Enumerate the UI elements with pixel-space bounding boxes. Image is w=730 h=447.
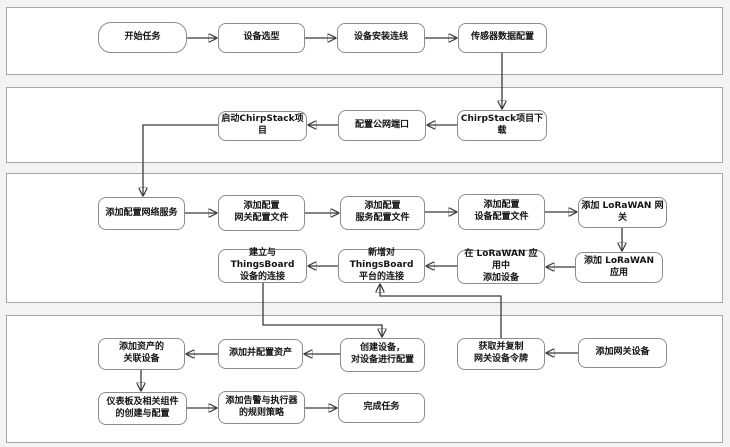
node-add-config-network-service: 添加配置网络服务 [98, 197, 185, 230]
node-alarm-actuator-rules: 添加告警与执行器 的规则策略 [218, 391, 305, 424]
flow-arrow [380, 285, 502, 338]
node-establish-thingsboard-device-connection: 建立与ThingsBoard 设备的连接 [218, 248, 307, 283]
node-start-task: 开始任务 [98, 22, 187, 53]
node-add-device-config-file: 添加配置 设备配置文件 [458, 194, 545, 230]
node-start-chirpstack-project: 启动ChirpStack项目 [218, 111, 307, 141]
node-create-configure-device: 创建设备， 对设备进行配置 [340, 338, 425, 372]
node-get-copy-gateway-token: 获取并复制 网关设备令牌 [457, 338, 545, 370]
flow-arrow [262, 283, 382, 336]
node-add-lorawan-gateway: 添加 LoRaWAN 网关 [578, 197, 667, 228]
node-add-service-config-file: 添加配置 服务配置文件 [340, 196, 425, 230]
node-device-install-wiring: 设备安装连线 [337, 23, 425, 53]
node-add-configure-asset: 添加并配置资产 [218, 339, 303, 369]
flow-arrow [143, 124, 218, 195]
node-add-asset-related-devices: 添加资产的 关联设备 [98, 338, 185, 370]
node-device-selection: 设备选型 [218, 23, 305, 53]
node-add-gateway-config-file: 添加配置 网关配置文件 [218, 195, 305, 231]
node-add-lorawan-app: 添加 LoRaWAN 应用 [575, 252, 663, 283]
node-add-gateway-device: 添加网关设备 [578, 338, 667, 368]
node-finish-task: 完成任务 [338, 393, 425, 423]
node-dashboard-components-setup: 仪表板及相关组件 的创建与配置 [98, 392, 187, 425]
node-chirpstack-project-download: ChirpStack项目下载 [457, 110, 547, 141]
node-add-thingsboard-platform-connection: 新增对ThingsBoard 平台的连接 [338, 248, 425, 283]
node-add-device-in-lorawan-app: 在 LoRaWAN 应用中 添加设备 [457, 249, 545, 284]
node-config-public-port: 配置公网端口 [338, 110, 426, 141]
node-sensor-data-config: 传感器数据配置 [458, 23, 547, 53]
